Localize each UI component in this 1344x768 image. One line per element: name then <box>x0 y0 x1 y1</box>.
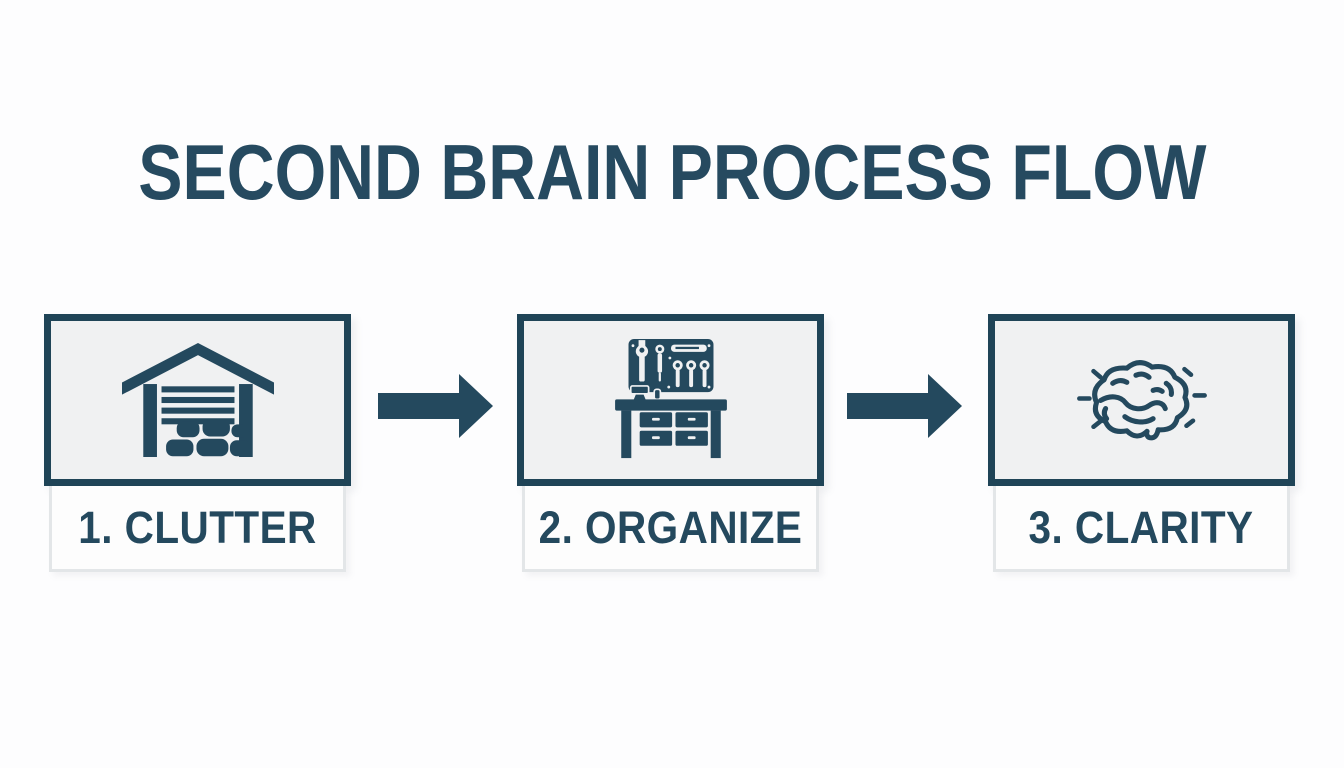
page-title-text: SECOND BRAIN PROCESS FLOW <box>137 128 1207 216</box>
page-title: SECOND BRAIN PROCESS FLOW <box>0 133 1344 211</box>
step-icon-box <box>44 314 351 486</box>
brain-sparkle-icon <box>1076 360 1207 441</box>
step-card-organize: 2. ORGANIZE <box>517 314 824 572</box>
step-icon-box <box>988 314 1295 486</box>
step-card-clarity: 3. CLARITY <box>988 314 1295 572</box>
step-label: 3. CLARITY <box>1028 501 1255 553</box>
step-label-box: 2. ORGANIZE <box>522 486 819 572</box>
step-card-clutter: 1. CLUTTER <box>44 314 351 572</box>
step-label: 2. ORGANIZE <box>538 501 803 553</box>
step-label-box: 1. CLUTTER <box>49 486 346 572</box>
flow-connector-2 <box>847 374 962 438</box>
garage-clutter-icon <box>121 343 274 457</box>
step-icon-box <box>517 314 824 486</box>
arrow-right-icon <box>378 374 493 438</box>
step-label: 1. CLUTTER <box>78 501 317 553</box>
arrow-right-icon <box>847 374 962 438</box>
workbench-tools-icon <box>614 338 727 458</box>
flow-connector-1 <box>378 374 493 438</box>
step-label-box: 3. CLARITY <box>993 486 1290 572</box>
